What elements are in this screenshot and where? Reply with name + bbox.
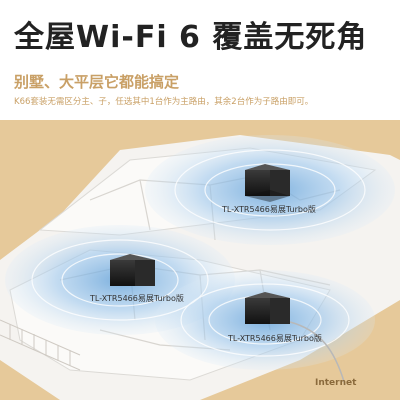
wifi-rings <box>31 149 366 357</box>
router-label: TL-XTR5466易展Turbo版 <box>90 294 184 303</box>
router-label: TL-XTR5466易展Turbo版 <box>228 334 322 343</box>
internet-cable <box>289 321 346 386</box>
page-title: 全屋Wi-Fi 6 覆盖无死角 <box>14 20 368 55</box>
router-device <box>245 164 290 202</box>
router-label: TL-XTR5466易展Turbo版 <box>222 205 316 214</box>
page-subtitle: 别墅、大平层它都能搞定 <box>14 73 180 91</box>
internet-label: Internet <box>315 378 357 388</box>
router-device <box>110 254 155 286</box>
router-device <box>245 292 290 324</box>
page-description: K66套装无需区分主、子，任选其中1台作为主路由，其余2台作为子路由即可。 <box>14 97 314 107</box>
house-illustration <box>0 120 400 400</box>
balcony-railing <box>0 319 81 371</box>
